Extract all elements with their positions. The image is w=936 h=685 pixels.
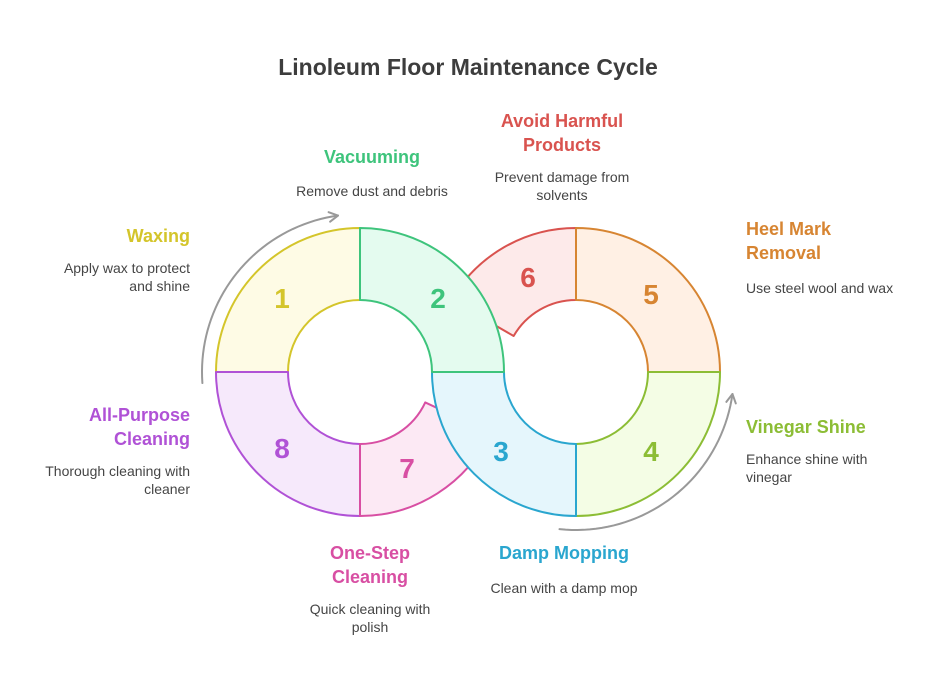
- cycle-arrows: [201, 211, 737, 531]
- step-number-7: 7: [399, 453, 415, 484]
- step-heading: One-Step: [330, 543, 410, 563]
- segment-3: [431, 371, 577, 517]
- step-number-1: 1: [274, 283, 290, 314]
- step-number-6: 6: [520, 262, 536, 293]
- step-description: vinegar: [746, 469, 792, 485]
- step-description: cleaner: [144, 481, 190, 497]
- step-number-4: 4: [643, 436, 659, 467]
- rings: 1 8 7 6 5 4 3 2: [215, 227, 721, 517]
- step-heading: Heel Mark: [746, 219, 832, 239]
- step-heading: Cleaning: [332, 567, 408, 587]
- cycle-arrow-left: [201, 214, 340, 385]
- segment-5: [575, 227, 721, 373]
- segment-1: [215, 227, 361, 373]
- segment-4: [575, 371, 721, 517]
- cycle-arrow-right-head: [725, 392, 737, 405]
- step-description: Remove dust and debris: [296, 183, 448, 199]
- step-number-3: 3: [493, 436, 509, 467]
- step-heading: Vacuuming: [324, 147, 420, 167]
- step-description: Prevent damage from: [495, 169, 630, 185]
- step-description: Apply wax to protect: [64, 260, 190, 276]
- step-description: Clean with a damp mop: [490, 580, 637, 596]
- cycle-arrow-right: [558, 392, 734, 531]
- step-heading: Vinegar Shine: [746, 417, 866, 437]
- step-number-2: 2: [430, 283, 446, 314]
- diagram-title: Linoleum Floor Maintenance Cycle: [278, 54, 658, 80]
- step-description: and shine: [129, 278, 190, 294]
- cycle-arrow-left-head: [327, 211, 340, 223]
- step-heading: Avoid Harmful: [501, 111, 623, 131]
- step-heading: Waxing: [127, 226, 190, 246]
- step-heading: Removal: [746, 243, 821, 263]
- step-heading: All-Purpose: [89, 405, 190, 425]
- step-description: Use steel wool and wax: [746, 280, 893, 296]
- step-description: Thorough cleaning with: [45, 463, 190, 479]
- step-description: Enhance shine with: [746, 451, 867, 467]
- step-description: polish: [352, 619, 389, 635]
- step-description: Quick cleaning with: [310, 601, 431, 617]
- step-description: solvents: [536, 187, 587, 203]
- step-heading: Damp Mopping: [499, 543, 629, 563]
- step-heading: Products: [523, 135, 601, 155]
- step-heading: Cleaning: [114, 429, 190, 449]
- step-number-5: 5: [643, 279, 659, 310]
- segment-2: [359, 227, 505, 373]
- step-number-8: 8: [274, 433, 290, 464]
- segment-8: [215, 371, 361, 517]
